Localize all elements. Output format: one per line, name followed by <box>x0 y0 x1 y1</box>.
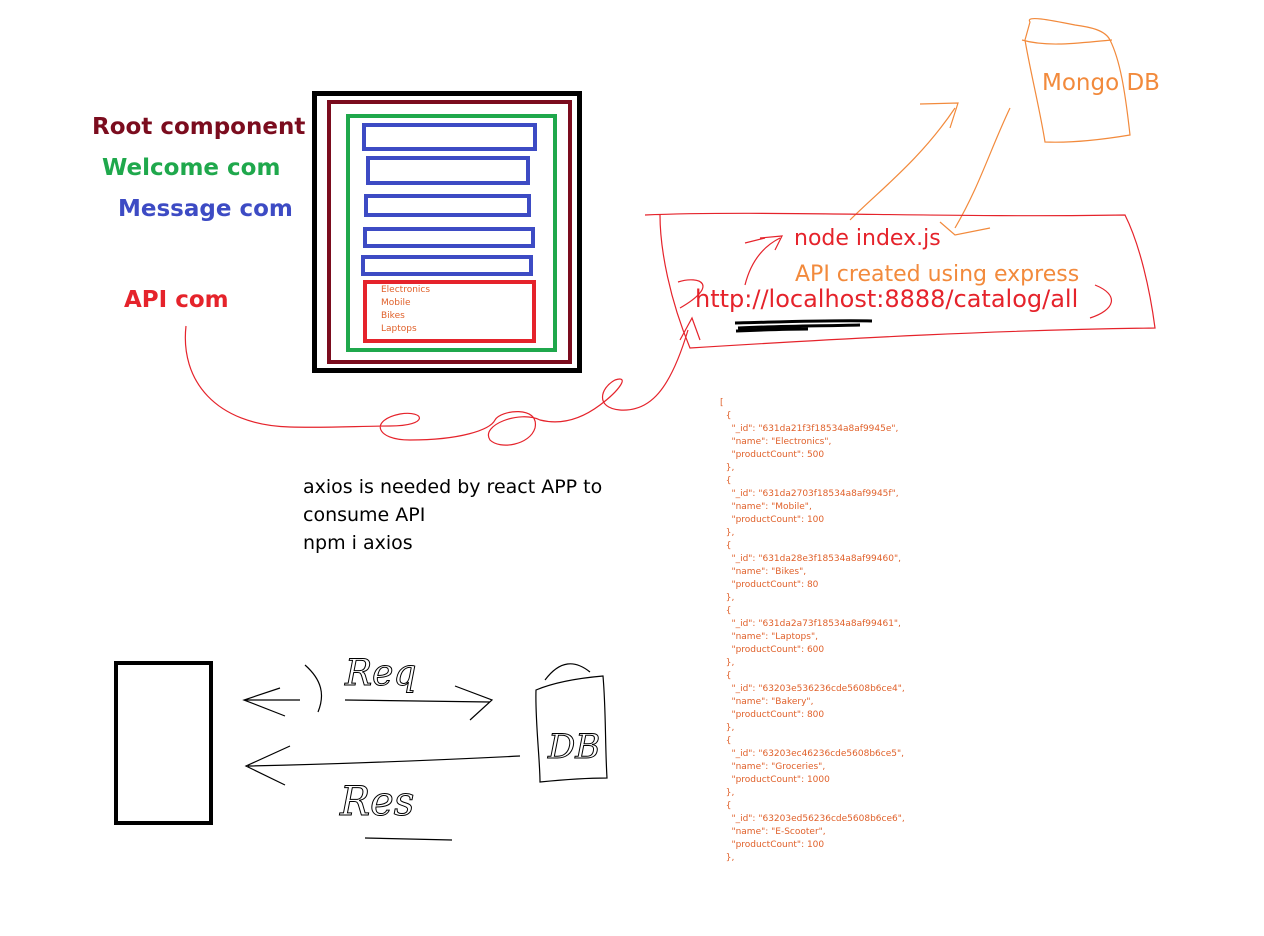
json-line: "_id": "63203ec46236cde5608b6ce5", <box>720 749 904 759</box>
root-component-box <box>327 100 572 364</box>
server-region <box>644 212 1156 349</box>
response-underline <box>364 837 453 841</box>
api-url: http://localhost:8888/catalog/all <box>695 285 1079 313</box>
json-line: { <box>720 606 732 616</box>
root-component-label: Root component <box>92 114 306 140</box>
response-arrow <box>244 745 521 786</box>
json-line: "productCount": 500 <box>720 450 825 460</box>
json-line: }, <box>720 788 735 798</box>
api-connector <box>184 316 701 446</box>
json-line: "_id": "631da2703f18534a8af9945f", <box>720 489 899 499</box>
message-component-box <box>362 123 537 151</box>
mongo-db-label: Mongo DB <box>1042 70 1160 96</box>
json-line: { <box>720 411 732 421</box>
mongo-db-jar <box>1021 17 1131 143</box>
json-line: }, <box>720 853 735 863</box>
url-underline <box>734 319 873 333</box>
db-jar-sketch <box>535 663 608 783</box>
request-arrow <box>304 664 494 721</box>
react-app-box <box>114 661 213 825</box>
response-scribble: Res <box>339 779 414 825</box>
server-to-db-arrow <box>849 102 959 221</box>
json-line: { <box>720 801 732 811</box>
category-item: Laptops <box>381 324 417 334</box>
message-component-label: Message com <box>118 196 293 222</box>
json-line: { <box>720 671 732 681</box>
app-frame <box>312 91 582 373</box>
category-item: Bikes <box>381 311 405 321</box>
json-line: { <box>720 541 732 551</box>
node-arrow <box>744 235 784 286</box>
json-line: [ <box>720 398 724 408</box>
json-line: "productCount": 1000 <box>720 775 830 785</box>
json-line: "name": "Bikes", <box>720 567 807 577</box>
json-line: "_id": "631da21f3f18534a8af9945e", <box>720 424 899 434</box>
welcome-component-label: Welcome com <box>102 155 281 181</box>
message-component-box <box>361 255 533 276</box>
axios-note-line: consume API <box>303 504 426 526</box>
request-left-arrowhead <box>242 687 300 717</box>
json-line: }, <box>720 528 735 538</box>
json-line: }, <box>720 658 735 668</box>
json-line: "name": "Electronics", <box>720 437 832 447</box>
category-list: Electronics Mobile Bikes Laptops <box>381 284 430 336</box>
json-line: "_id": "63203ed56236cde5608b6ce6", <box>720 814 905 824</box>
axios-note-line: axios is needed by react APP to <box>303 476 603 498</box>
json-line: "name": "Bakery", <box>720 697 814 707</box>
json-line: "productCount": 600 <box>720 645 825 655</box>
db-to-server-arrow <box>939 107 1011 236</box>
node-command: node index.js <box>794 226 941 251</box>
api-component-box <box>363 280 536 343</box>
api-component-label: API com <box>124 287 229 313</box>
json-line: "productCount": 100 <box>720 515 825 525</box>
json-line: "name": "Groceries", <box>720 762 826 772</box>
json-line: "productCount": 100 <box>720 840 825 850</box>
json-line: "_id": "631da2a73f18534a8af99461", <box>720 619 901 629</box>
json-line: { <box>720 476 732 486</box>
message-component-box <box>366 156 530 185</box>
json-line: { <box>720 736 732 746</box>
request-scribble: Req <box>344 653 416 694</box>
json-line: "name": "E-Scooter", <box>720 827 826 837</box>
category-item: Electronics <box>381 285 431 295</box>
json-line: }, <box>720 593 735 603</box>
json-line: "productCount": 80 <box>720 580 819 590</box>
category-item: Mobile <box>381 298 411 308</box>
express-note: API created using express <box>795 262 1080 287</box>
json-line: "_id": "631da28e3f18534a8af99460", <box>720 554 901 564</box>
json-line: "name": "Mobile", <box>720 502 812 512</box>
axios-note: axios is needed by react APP to consume … <box>303 473 602 557</box>
json-line: "_id": "63203e536236cde5608b6ce4", <box>720 684 905 694</box>
json-response: [ { "_id": "631da21f3f18534a8af9945e", "… <box>720 397 905 865</box>
axios-note-line: npm i axios <box>303 532 413 554</box>
message-component-box <box>364 194 531 217</box>
url-bracket <box>677 279 1113 319</box>
db-scribble: DB <box>547 727 600 767</box>
json-line: }, <box>720 723 735 733</box>
json-line: }, <box>720 463 735 473</box>
welcome-component-box <box>346 114 557 352</box>
json-line: "name": "Laptops", <box>720 632 818 642</box>
message-component-box <box>363 227 535 248</box>
json-line: "productCount": 800 <box>720 710 825 720</box>
